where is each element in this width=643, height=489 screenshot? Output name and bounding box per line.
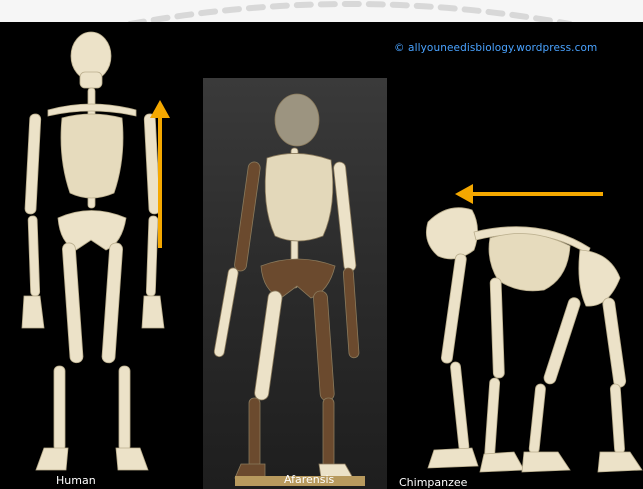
- human-skeleton: [18, 28, 168, 478]
- label-human: Human: [56, 474, 96, 487]
- afarensis-skeleton: [205, 86, 385, 486]
- label-afarensis: Afarensis: [284, 473, 334, 486]
- credit-text: © allyouneedisbiology.wordpress.com: [394, 42, 597, 54]
- chimpanzee-skeleton: [420, 198, 643, 483]
- arrow-left-icon: [455, 182, 605, 206]
- arrow-up-icon: [148, 100, 172, 250]
- label-chimpanzee: Chimpanzee: [399, 476, 467, 489]
